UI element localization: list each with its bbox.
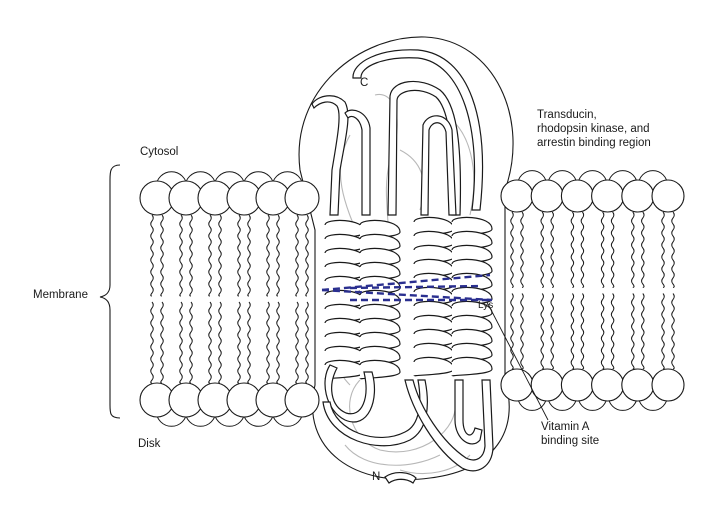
lipid-tail (540, 211, 544, 288)
vitamin-a-pointer (487, 303, 549, 421)
lysine-label: Lys (478, 300, 494, 311)
transducin-label-line1: Transducin, (537, 109, 597, 121)
disk-label: Disk (138, 438, 161, 450)
lipid-tail (631, 211, 635, 288)
cytosol-label: Cytosol (140, 146, 179, 158)
membrane-label: Membrane (33, 289, 88, 301)
lipid-tail (295, 214, 299, 297)
lipid-tail (510, 293, 514, 370)
lipid-bilayer-right (500, 170, 685, 411)
n-terminus-label: N (372, 471, 381, 483)
lipid-tail (237, 214, 241, 297)
lipid-tail (189, 301, 193, 384)
lipid-tail (179, 301, 183, 384)
lipid-head (591, 368, 625, 402)
lipid-head (560, 368, 594, 402)
lipid-tail (641, 293, 645, 370)
lipid-bilayer-left (139, 171, 320, 427)
lipid-tail (580, 211, 585, 288)
helix-turn (451, 356, 493, 377)
lipid-tail (600, 211, 605, 288)
membrane-brace (99, 164, 121, 419)
lipid-tail (218, 301, 222, 384)
lipid-head (591, 179, 625, 213)
lipid-tail (276, 214, 280, 297)
lipid-head (530, 179, 564, 213)
lipid-tail (305, 301, 309, 384)
lipid-tail (160, 301, 164, 384)
lipid-tail (550, 211, 554, 288)
intradiskal-loops (322, 364, 494, 484)
c-terminus-label: C (360, 77, 369, 89)
lipid-tail (266, 214, 270, 297)
lipid-tail (570, 293, 575, 370)
lipid-tail (237, 301, 241, 384)
lipid-tail (160, 214, 164, 297)
lipid-tail (570, 211, 575, 288)
lipid-tail (510, 211, 514, 288)
lipid-tail (610, 211, 615, 288)
lipid-tail (631, 293, 635, 370)
lipid-tail (550, 293, 554, 370)
lipid-head (284, 382, 320, 418)
vitamin-a-binding-pocket (321, 273, 493, 302)
lipid-tail (150, 214, 154, 297)
lipid-tail (295, 301, 299, 384)
lipid-tail (189, 214, 193, 297)
lipid-tail (580, 293, 585, 370)
lipid-head (651, 368, 685, 402)
lipid-tail (208, 301, 212, 384)
lipid-tail (671, 293, 675, 370)
transducin-label-line3: arrestin binding region (537, 137, 651, 149)
lipid-tail (610, 293, 615, 370)
lipid-tail (218, 214, 222, 297)
lipid-tail (540, 293, 544, 370)
transducin-binding-label: Transducin, rhodopsin kinase, and arrest… (537, 108, 651, 150)
vitamin-a-label-line2: binding site (541, 435, 600, 447)
lipid-tail (179, 214, 183, 297)
lipid-tail (305, 214, 309, 297)
vitamin-a-label-line1: Vitamin A (541, 421, 590, 433)
lipid-head (500, 368, 534, 402)
lipid-head (651, 179, 685, 213)
vitamin-a-label: Vitamin A binding site (541, 420, 599, 448)
lipid-tail (276, 301, 280, 384)
transducin-label-line2: rhodopsin kinase, and (537, 123, 650, 135)
annotation-pointers (99, 164, 549, 421)
lipid-tail (208, 214, 212, 297)
lipid-head (621, 179, 655, 213)
lipid-tail (661, 293, 665, 370)
lipid-tail (520, 293, 524, 370)
lipid-head (621, 368, 655, 402)
lipid-tail (247, 301, 251, 384)
lipid-tail (247, 214, 251, 297)
lipid-tail (600, 293, 605, 370)
transmembrane-helices (324, 216, 493, 380)
lipid-tail (150, 301, 154, 384)
lipid-tail (266, 301, 270, 384)
lipid-head (500, 179, 534, 213)
lipid-head (284, 180, 320, 216)
cytosolic-loops (311, 49, 483, 216)
lipid-tail (661, 211, 665, 288)
lipid-tail (671, 211, 675, 288)
lipid-head (560, 179, 594, 213)
lipid-tail (520, 211, 524, 288)
lipid-tail (641, 211, 645, 288)
